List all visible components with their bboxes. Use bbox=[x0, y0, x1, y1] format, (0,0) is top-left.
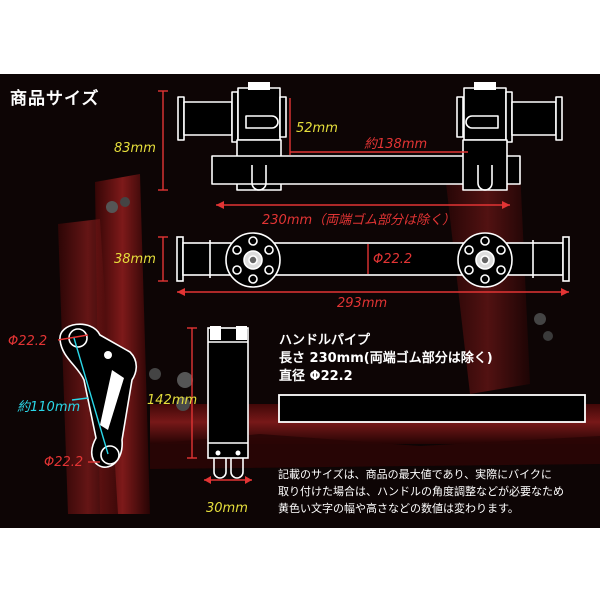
front-clamp-drawing bbox=[207, 326, 249, 479]
top-height-label: 52mm bbox=[296, 121, 338, 136]
pipe-length-label: 230mm（両端ゴム部分は除く） bbox=[262, 213, 456, 228]
front-bar-drawing bbox=[176, 232, 570, 288]
handle-pipe-drawing bbox=[278, 394, 586, 423]
bar-height-label: 38mm bbox=[114, 252, 156, 267]
page-title: 商品サイズ bbox=[10, 89, 100, 109]
front-height-label: 142mm bbox=[147, 393, 198, 408]
clamp-bottom-diameter-label: Φ22.2 bbox=[44, 455, 84, 470]
info-diameter: 直径 Φ22.2 bbox=[279, 369, 353, 384]
dimension-lines bbox=[57, 90, 569, 484]
top-width-label: 約138mm bbox=[364, 137, 428, 152]
clamp-top-diameter-label: Φ22.2 bbox=[8, 334, 48, 349]
front-width-label: 30mm bbox=[206, 501, 248, 516]
overall-width-label: 293mm bbox=[337, 296, 388, 311]
size-note: 記載のサイズは、商品の最大値であり、実際にバイクに 取り付けた場合は、ハンドルの… bbox=[278, 466, 596, 517]
note-line: 記載のサイズは、商品の最大値であり、実際にバイクに bbox=[278, 468, 552, 481]
info-length: 長さ 230mm(両端ゴム部分は除く) bbox=[279, 351, 493, 366]
note-line: 取り付けた場合は、ハンドルの角度調整などが必要なため bbox=[278, 485, 564, 498]
side-clamp-drawing bbox=[59, 323, 138, 468]
top-overall-height-label: 83mm bbox=[114, 141, 156, 156]
bar-diameter-label: Φ22.2 bbox=[373, 252, 413, 267]
clamp-span-label: 約110mm bbox=[17, 400, 81, 415]
top-view-drawing bbox=[177, 82, 563, 191]
info-heading: ハンドルパイプ bbox=[279, 333, 371, 348]
note-line: 黄色い文字の幅や高さなどの数値は変わります。 bbox=[278, 502, 519, 515]
